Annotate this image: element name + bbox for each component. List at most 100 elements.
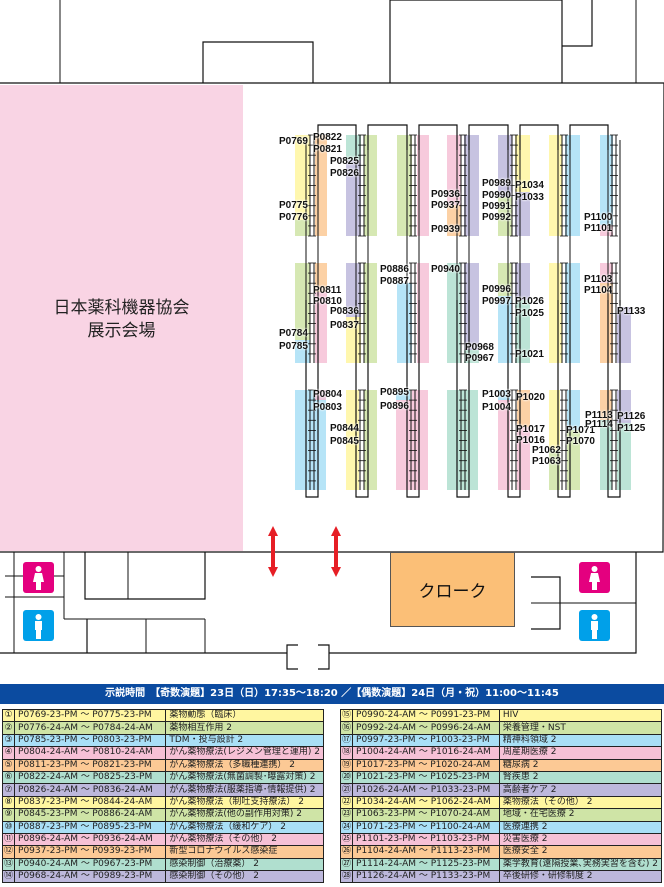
- poster-strip: [464, 135, 479, 236]
- poster-strip: [600, 390, 612, 420]
- poster-number-label: P0997: [482, 296, 511, 307]
- poster-number-label: P0896: [380, 401, 409, 412]
- route-line: [557, 300, 571, 498]
- poster-number-label: P1113: [585, 410, 613, 421]
- legend-range: P1026-24-AM ～ P1033-23-PM: [352, 783, 500, 797]
- legend-range: P1104-24-AM ～ P1113-23-PM: [352, 845, 500, 859]
- poster-number-label: P1034: [515, 180, 544, 191]
- legend-number: ㉕: [339, 832, 354, 847]
- route-line: [607, 300, 621, 498]
- poster-strip: [549, 135, 562, 236]
- poster-number-label: P1026: [515, 296, 544, 307]
- poster-number-label: P0992: [482, 212, 511, 223]
- poster-number-label: P1103: [584, 274, 613, 285]
- poster-strip: [315, 390, 326, 400]
- poster-strip: [515, 192, 530, 236]
- poster-strip: [515, 300, 530, 363]
- legend-topic: 災害医療 2: [498, 832, 663, 847]
- poster-number-label: P0936: [431, 189, 460, 200]
- poster-number-label: P0776: [279, 212, 308, 223]
- poster-strip: [600, 420, 612, 490]
- legend-range: P0968-24-AM ～ P0989-23-PM: [14, 870, 167, 884]
- legend-topic: 地域・在宅医療 2: [498, 808, 663, 822]
- legend-range: P1126-24-AM ～ P1133-23-PM: [352, 870, 500, 884]
- legend-topic: 薬物療法（その他） 2: [498, 795, 663, 810]
- legend-range: P1021-23-PM ～ P1025-23-PM: [352, 770, 500, 785]
- poster-number-label: P0996: [482, 284, 511, 295]
- legend-number: ①: [1, 708, 16, 723]
- hall-title-line2: 展示会場: [87, 321, 156, 341]
- double-arrow-icon: [268, 526, 278, 577]
- route-line: [317, 124, 357, 150]
- poster-number-label: P1071: [566, 425, 595, 436]
- poster-number-label: P0785: [279, 341, 308, 352]
- legend-topic: HIV: [498, 708, 663, 723]
- legend-range: P0887-23-PM ～ P0895-23-PM: [14, 820, 167, 834]
- schedule-bar: 示説時間 【奇数演題】23日（日）17:35〜18:20 ／【偶数演題】24日（…: [0, 684, 664, 704]
- legend-range: P1004-24-AM ～ P1016-24-AM: [352, 746, 500, 760]
- legend-number: ⑧: [1, 795, 16, 810]
- poster-number-label: P0940: [431, 264, 460, 275]
- poster-strip: [498, 390, 510, 400]
- poster-number-label: P0844: [330, 423, 359, 434]
- legend-number: ⑯: [339, 721, 354, 735]
- legend-topic: 精神科領域 2: [498, 733, 663, 748]
- poster-number-label: P1062: [532, 445, 561, 456]
- poster-number-label: P0845: [330, 436, 359, 447]
- poster-strip: [600, 135, 613, 225]
- legend-topic: TDM・投与設計 2: [165, 733, 324, 748]
- legend-range: P0785-23-PM ～ P0803-23-PM: [14, 733, 167, 748]
- cloakroom: クローク: [390, 552, 515, 627]
- legend-range: P0990-24-AM ～ P0991-23-PM: [352, 708, 500, 723]
- legend-range: P0992-24-AM ～ P0996-24-AM: [352, 721, 500, 735]
- legend-topic: がん薬物療法（制吐支持療法） 2: [165, 795, 324, 810]
- legend-topic: 薬学教育(遠隔授業､実務実習を含む) 2: [498, 857, 663, 872]
- poster-number-label: P1004: [482, 402, 511, 413]
- legend-number: ②: [1, 721, 16, 735]
- door-outline: [286, 644, 298, 670]
- legend-topic: 腎疾患 2: [498, 770, 663, 785]
- legend-topic: 糖尿病 2: [498, 758, 663, 772]
- poster-strip: [364, 390, 377, 490]
- poster-number-label: P1003: [482, 389, 511, 400]
- poster-number-label: P1063: [532, 456, 561, 467]
- legend-topic: 感染制御（その他） 2: [165, 870, 324, 884]
- legend-number: ⑰: [339, 733, 354, 748]
- legend-range: P0997-23-PM ～ P1003-23-PM: [352, 733, 500, 748]
- poster-strip: [417, 135, 429, 236]
- poster-strip: [498, 400, 510, 490]
- floor-walls: [0, 0, 664, 670]
- legend-topic: がん薬物療法（緩和ケア） 2: [165, 820, 324, 834]
- poster-number-label: P0769: [279, 136, 308, 147]
- poster-number-label: P0804: [313, 389, 342, 400]
- wall-line: [329, 552, 637, 654]
- female-restroom-icon: [23, 562, 54, 593]
- legend-number: ㉖: [339, 845, 354, 859]
- poster-number-label: P0967: [465, 353, 494, 364]
- poster-strip: [346, 263, 361, 317]
- poster-number-label: P1070: [566, 436, 595, 447]
- poster-number-label: P1021: [515, 349, 544, 360]
- legend-range: P0822-24-AM ～ P0825-23-PM: [14, 770, 167, 785]
- legend-topic: がん薬物療法(他の副作用対策) 2: [165, 808, 324, 822]
- legend-topic: 医療安全 2: [498, 845, 663, 859]
- poster-number-label: P0803: [313, 402, 342, 413]
- legend-range: P0937-23-PM ～ P0939-23-PM: [14, 845, 167, 859]
- poster-strip: [600, 225, 613, 236]
- route-line: [519, 124, 559, 150]
- legend-number: ⑥: [1, 770, 16, 785]
- legend-topic: がん薬物療法(無菌調製･曝露対策) 2: [165, 770, 324, 785]
